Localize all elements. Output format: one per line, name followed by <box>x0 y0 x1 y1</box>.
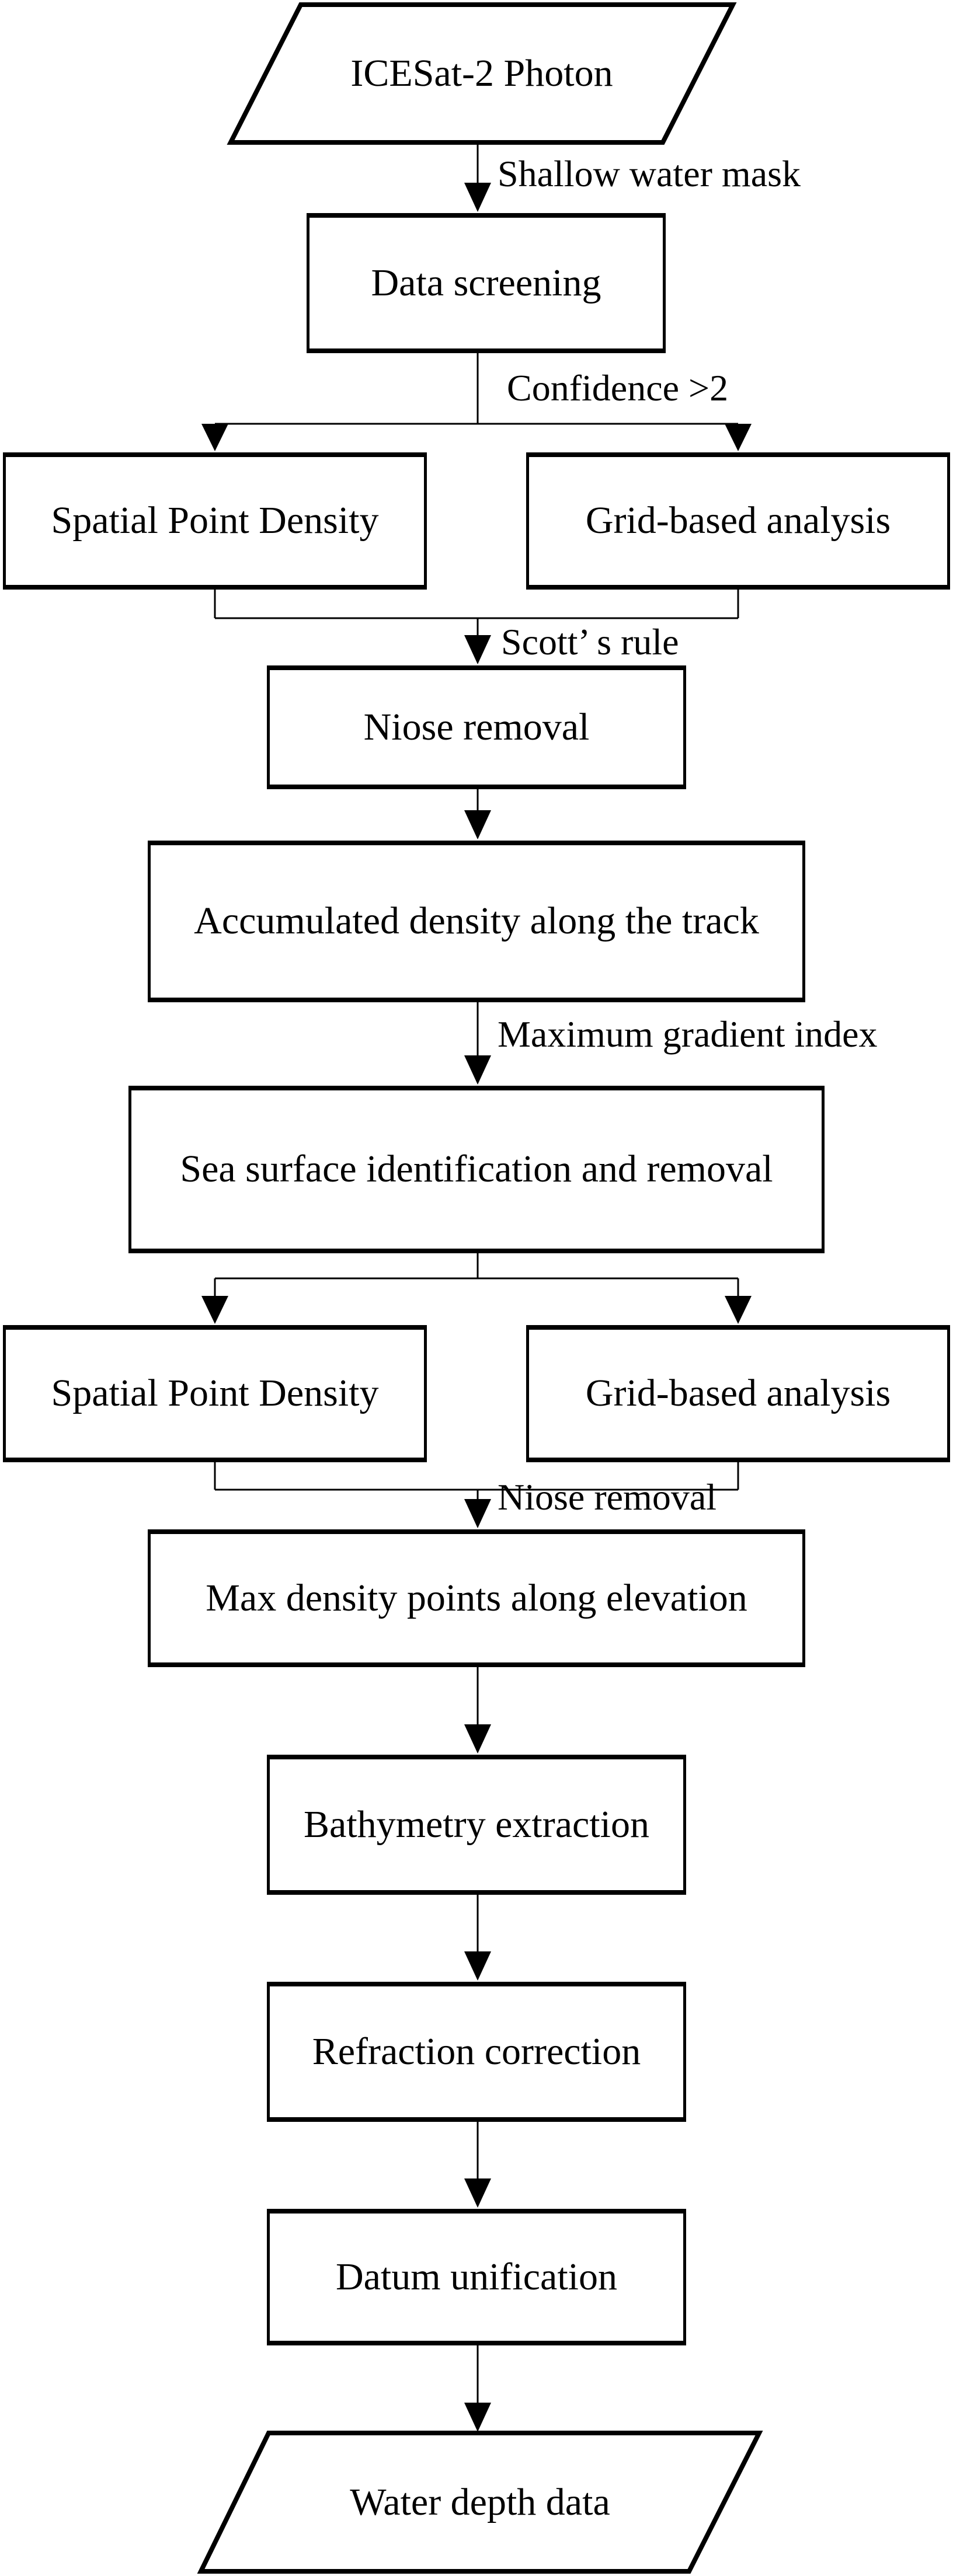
node-grid-based-analysis-1-text: Grid-based analysis <box>585 499 891 542</box>
edge-label-confidence-text: Confidence >2 <box>507 367 729 409</box>
arrowhead-bathymetry-refraction <box>464 1951 491 1981</box>
arrowhead-maxdensity-bathymetry <box>464 1724 491 1754</box>
node-accumulated-density: Accumulated density along the track <box>148 841 805 1002</box>
node-refraction-correction-text: Refraction correction <box>312 2030 641 2073</box>
arrowhead-datum-end <box>464 2403 491 2432</box>
node-end-label-wrap: Water depth data <box>201 2433 759 2571</box>
node-sea-surface-text: Sea surface identification and removal <box>180 1148 773 1191</box>
node-max-density-points-text: Max density points along elevation <box>206 1576 747 1619</box>
node-end-text: Water depth data <box>350 2480 610 2523</box>
node-bathymetry-extraction-text: Bathymetry extraction <box>304 1803 649 1846</box>
arrowhead-accumulated-seasurface <box>464 1055 491 1085</box>
arrowhead-split2-left <box>201 1296 228 1324</box>
edge-label-scotts-rule-text: Scott’ s rule <box>501 621 679 663</box>
arrowhead-start-datascreening <box>464 183 491 212</box>
arrowhead-merge2-maxdensity <box>464 1499 491 1528</box>
node-spatial-point-density-1: Spatial Point Density <box>3 452 427 590</box>
edge-label-maximum-gradient-index-text: Maximum gradient index <box>498 1013 878 1055</box>
node-noise-removal: Niose removal <box>267 665 686 789</box>
start-parallelogram-shape <box>227 2 737 145</box>
node-spatial-point-density-2-text: Spatial Point Density <box>51 1372 379 1415</box>
node-spatial-point-density-1-text: Spatial Point Density <box>51 499 379 542</box>
edge-label-noise-removal-text: Niose removal <box>498 1476 717 1518</box>
edge-label-shallow-water-mask: Shallow water mask <box>498 155 801 193</box>
node-datum-unification-text: Datum unification <box>335 2255 618 2298</box>
node-data-screening-text: Data screening <box>371 261 601 304</box>
node-grid-based-analysis-1: Grid-based analysis <box>526 452 950 590</box>
node-start-label-wrap: ICESat-2 Photon <box>231 5 733 142</box>
node-max-density-points: Max density points along elevation <box>148 1529 805 1667</box>
arrowhead-merge1-noise <box>464 635 491 664</box>
edge-label-noise-removal: Niose removal <box>498 1478 717 1517</box>
arrowhead-noise-accumulated <box>464 810 491 839</box>
arrowhead-split1-left <box>201 424 228 451</box>
node-grid-based-analysis-2: Grid-based analysis <box>526 1325 950 1462</box>
node-data-screening: Data screening <box>307 213 666 353</box>
end-parallelogram-shape <box>197 2431 763 2574</box>
node-accumulated-density-text: Accumulated density along the track <box>194 900 759 943</box>
node-refraction-correction: Refraction correction <box>267 1982 686 2122</box>
arrowhead-refraction-datum <box>464 2178 491 2208</box>
arrowhead-split1-right <box>725 424 752 451</box>
arrowhead-split2-right <box>725 1296 752 1324</box>
node-start-text: ICESat-2 Photon <box>350 52 613 95</box>
node-datum-unification: Datum unification <box>267 2209 686 2345</box>
node-spatial-point-density-2: Spatial Point Density <box>3 1325 427 1462</box>
edge-label-confidence: Confidence >2 <box>507 369 728 407</box>
node-sea-surface: Sea surface identification and removal <box>128 1086 825 1253</box>
node-noise-removal-text: Niose removal <box>363 705 590 748</box>
node-bathymetry-extraction: Bathymetry extraction <box>267 1755 686 1895</box>
edge-label-scotts-rule: Scott’ s rule <box>501 623 679 661</box>
node-grid-based-analysis-2-text: Grid-based analysis <box>585 1372 891 1415</box>
edge-label-shallow-water-mask-text: Shallow water mask <box>498 153 801 194</box>
edge-label-maximum-gradient-index: Maximum gradient index <box>498 1015 878 1054</box>
